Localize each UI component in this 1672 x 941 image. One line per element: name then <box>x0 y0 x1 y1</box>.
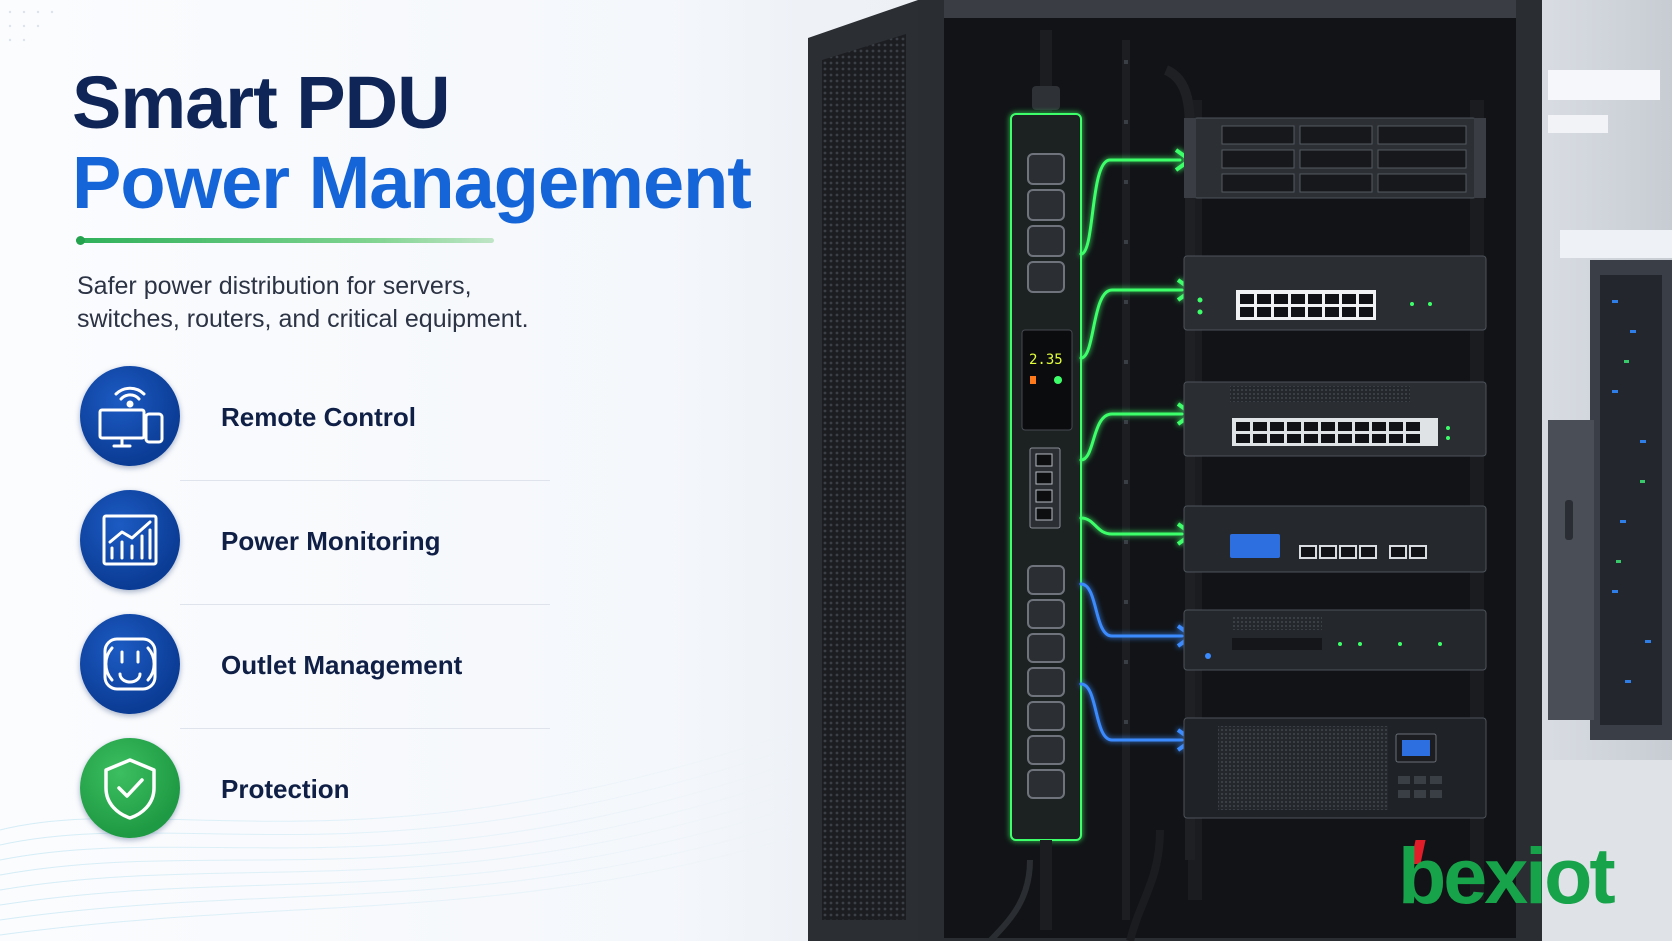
headline-underline-dot <box>76 236 85 245</box>
headline: Smart PDU Power Management <box>72 61 752 224</box>
feature-divider <box>180 480 550 481</box>
feature-protection: Protection <box>80 738 520 862</box>
headline-line-1: Smart PDU <box>72 61 451 144</box>
bar-chart-icon <box>80 490 180 590</box>
feature-label: Protection <box>221 774 350 804</box>
remote-devices-icon <box>80 366 180 466</box>
pdu-display-reading: 2.35 <box>1029 352 1063 368</box>
server-rack-illustration: 2.35 <box>808 0 1672 941</box>
headline-underline <box>76 238 494 243</box>
brand-logo: bexiot <box>1398 831 1616 920</box>
feature-label: Remote Control <box>221 402 416 432</box>
subtitle-line-1: Safer power distribution for servers, <box>77 272 472 300</box>
headline-line-2: Power Management <box>72 141 752 224</box>
power-outlet-icon <box>80 614 180 714</box>
feature-label: Outlet Management <box>221 650 463 680</box>
feature-label: Power Monitoring <box>221 526 441 556</box>
feature-power-monitoring: Power Monitoring <box>80 490 550 614</box>
shield-check-icon <box>80 738 180 838</box>
feature-remote-control: Remote Control <box>80 366 550 490</box>
feature-divider <box>180 728 550 729</box>
subtitle-line-2: switches, routers, and critical equipmen… <box>77 305 529 333</box>
subtitle: Safer power distribution for servers, sw… <box>77 270 597 336</box>
feature-divider <box>180 604 550 605</box>
feature-list: Remote Control Power Monitoring <box>80 366 550 862</box>
feature-outlet-management: Outlet Management <box>80 614 550 738</box>
